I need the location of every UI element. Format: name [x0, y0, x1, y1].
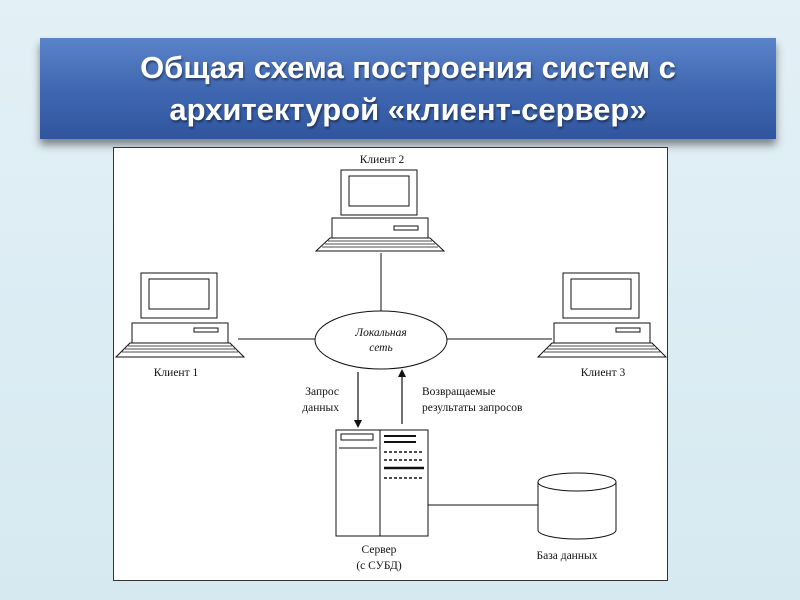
client3-computer-icon: [536, 272, 668, 358]
local-network-node: [314, 310, 448, 370]
request-label-line2: данных: [302, 402, 339, 414]
client2-label: Клиент 2: [360, 154, 405, 166]
results-label-line2: результаты запросов: [422, 402, 523, 414]
request-label-line1: Запрос: [305, 386, 339, 398]
server-label-line1: Сервер: [362, 544, 397, 556]
client2-computer-icon: [314, 169, 446, 252]
network-label-line2: сеть: [369, 342, 392, 354]
server-icon: [335, 429, 429, 537]
client1-computer-icon: [114, 272, 246, 358]
network-label-line1: Локальная: [354, 327, 406, 339]
database-label: База данных: [537, 550, 598, 562]
slide-title-line-2: архитектурой «клиент-сервер»: [169, 91, 647, 127]
results-label-line1: Возвращаемые: [422, 386, 495, 398]
network-connections: [238, 253, 552, 506]
client1-label: Клиент 1: [154, 367, 199, 379]
server-label-line2: (с СУБД): [356, 560, 401, 572]
slide-title-line-1: Общая схема построения систем с: [140, 49, 676, 85]
client3-label: Клиент 3: [581, 367, 626, 379]
slide-title: Общая схема построения систем с архитект…: [40, 38, 776, 139]
database-icon: [537, 472, 617, 540]
